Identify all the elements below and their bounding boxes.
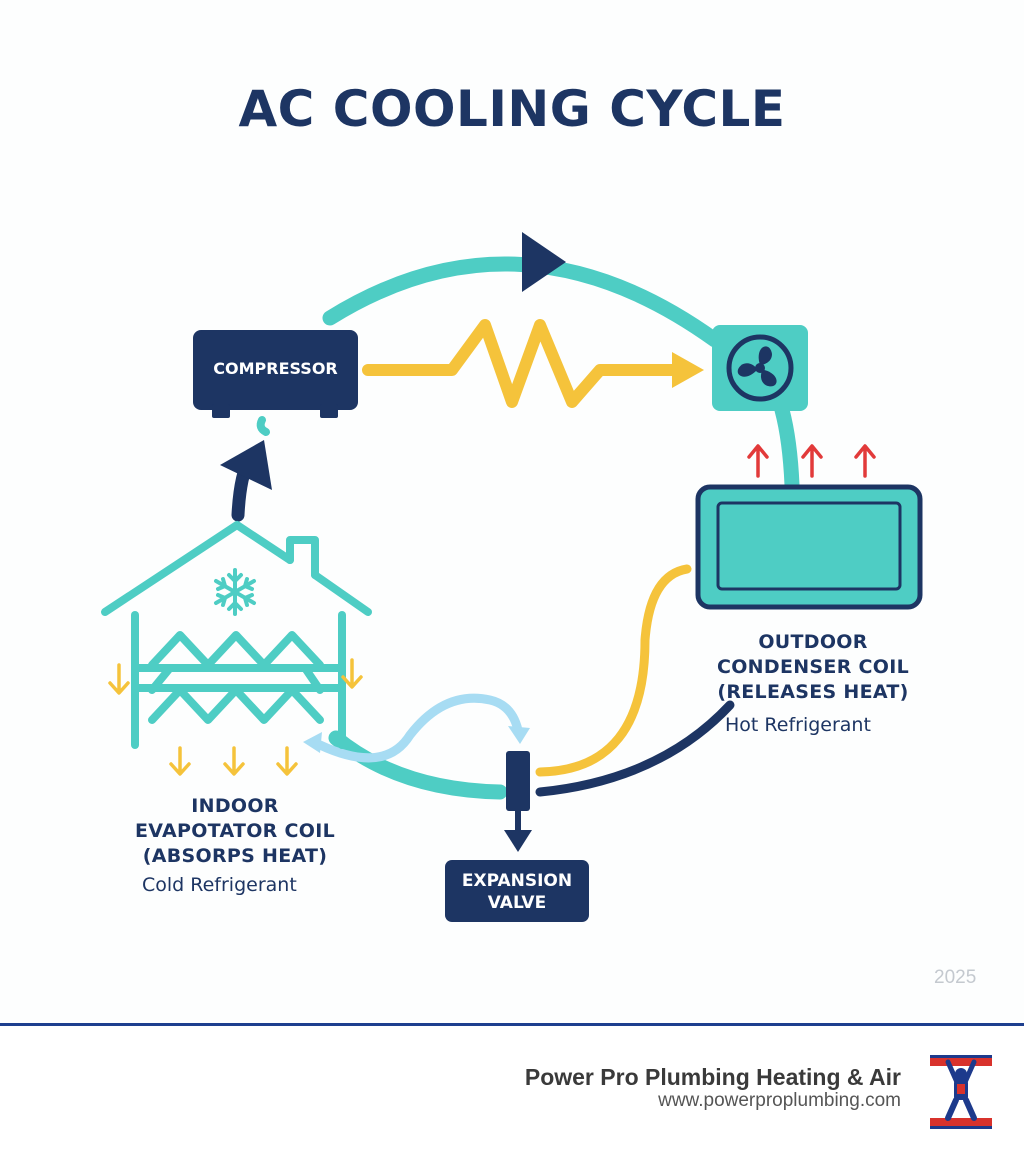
outdoor-coil-line1: OUTDOOR xyxy=(758,631,868,653)
compressor-unit xyxy=(193,330,358,418)
outdoor-coil-line2: CONDENSER COIL xyxy=(716,656,910,678)
expansion-valve-label-line2: VALVE xyxy=(487,893,547,913)
snowflake-icon xyxy=(214,568,256,616)
suction-arrowhead xyxy=(220,440,272,490)
cold-line-arrow-left xyxy=(303,732,322,753)
expansion-valve-label-line1: EXPANSION xyxy=(461,871,573,891)
hot-refrigerant-line xyxy=(535,700,735,797)
cold-down-arrow-icon xyxy=(108,658,363,776)
heat-up-arrow-icon xyxy=(747,444,876,478)
outdoor-coil-label: OUTDOOR CONDENSER COIL (RELEASES HEAT) xyxy=(702,630,924,705)
company-name: Power Pro Plumbing Heating & Air xyxy=(524,1064,901,1090)
cold-line-arrow-right xyxy=(508,726,530,744)
indoor-coil-label: INDOOR EVAPOTATOR COIL (ABSORPS HEAT) xyxy=(110,794,360,869)
hot-gas-arrowhead xyxy=(672,352,704,388)
diagram-canvas: AC COOLING CYCLE COMPRESSOR EXPANSION VA… xyxy=(101,80,977,988)
hot-gas-line xyxy=(362,319,682,408)
expansion-valve-unit xyxy=(445,751,589,922)
cycle-arc-right xyxy=(774,402,800,493)
page-title: AC COOLING CYCLE xyxy=(238,80,786,138)
outdoor-coil-line3: (RELEASES HEAT) xyxy=(717,681,909,703)
year-label: 2025 xyxy=(934,967,977,988)
cycle-arc-bottom xyxy=(328,730,508,800)
indoor-coil-line3: (ABSORPS HEAT) xyxy=(142,845,328,867)
cycle-direction-arrow xyxy=(522,232,566,292)
compressor-connector xyxy=(256,416,270,436)
fan-unit xyxy=(712,325,808,411)
indoor-coil-line2: EVAPOTATOR COIL xyxy=(134,820,336,842)
fan-icon xyxy=(726,334,794,402)
expansion-valve-label: EXPANSION VALVE xyxy=(445,870,589,914)
cold-refrigerant-line xyxy=(315,693,523,763)
cycle-arc-top xyxy=(322,256,723,348)
compressor-label: COMPRESSOR xyxy=(213,359,338,378)
condenser-coil-unit xyxy=(695,484,923,610)
cycle-diagram xyxy=(101,232,923,922)
hot-refrigerant-label: Hot Refrigerant xyxy=(725,714,871,736)
indoor-coil-line1: INDOOR xyxy=(191,795,279,817)
company-url[interactable]: www.powerproplumbing.com xyxy=(658,1090,901,1111)
company-logo xyxy=(930,1055,992,1129)
high-pressure-liquid-line xyxy=(535,564,692,777)
footer-divider xyxy=(0,1023,1024,1026)
cold-refrigerant-label: Cold Refrigerant xyxy=(142,874,297,896)
house-icon xyxy=(101,521,372,749)
